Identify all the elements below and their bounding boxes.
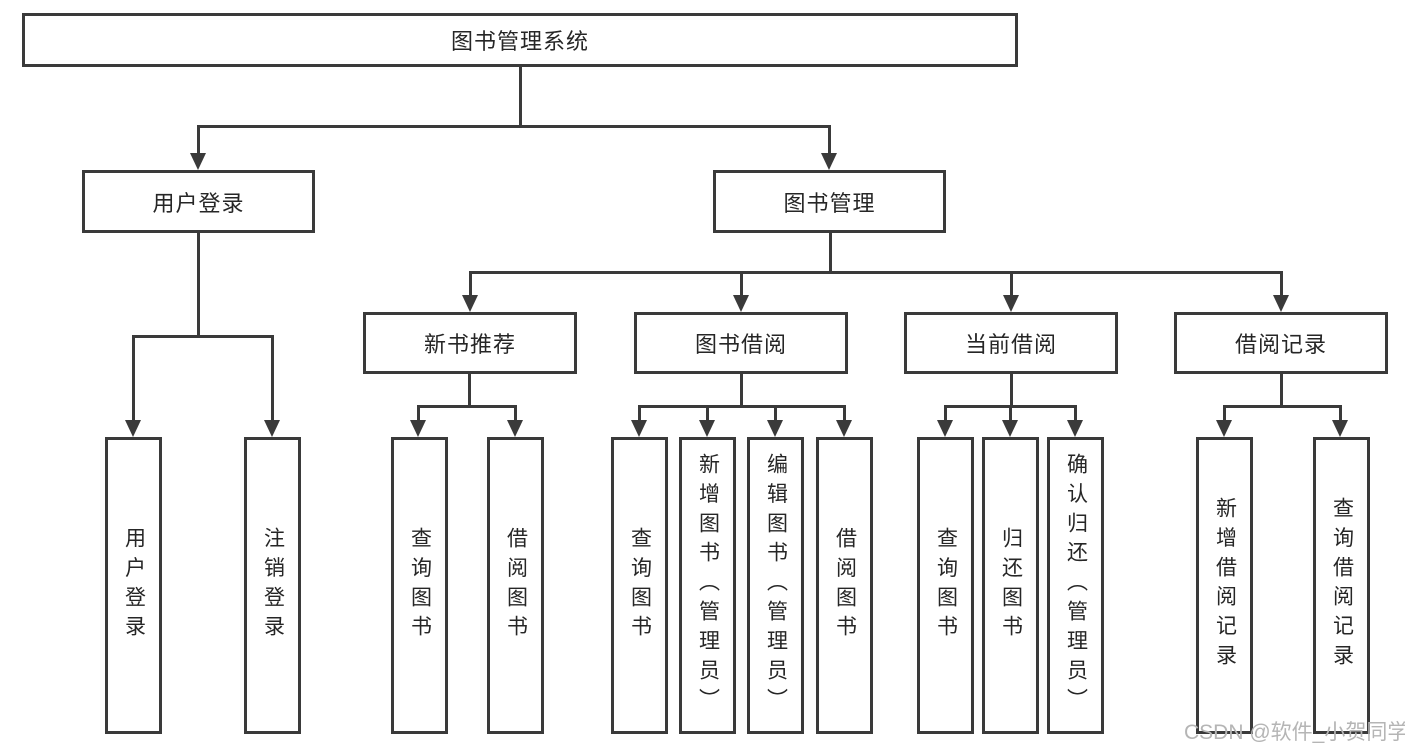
leaf-user-login: 用户登录: [105, 437, 162, 734]
node-user-login: 用户登录: [82, 170, 315, 233]
node-book-management-label: 图书管理: [783, 190, 876, 216]
leaf-label: 查询图书: [934, 526, 958, 645]
node-current-borrow-label: 当前借阅: [964, 332, 1057, 357]
connector-line: [1223, 405, 1342, 408]
connector-line: [197, 233, 200, 338]
leaf-borrow-books-recommend: 借阅图书: [487, 437, 544, 734]
node-book-borrow: 图书借阅: [634, 312, 848, 374]
node-book-management: 图书管理: [713, 170, 946, 233]
connector-line: [944, 405, 947, 423]
arrow-down-icon: [410, 420, 426, 437]
leaf-label: 借阅图书: [833, 526, 857, 645]
connector-line: [197, 125, 831, 128]
leaf-query-books: 查询图书: [611, 437, 668, 734]
arrow-down-icon: [1216, 420, 1232, 437]
arrow-down-icon: [821, 153, 837, 170]
leaf-borrow-books: 借阅图书: [816, 437, 873, 734]
connector-line: [1223, 405, 1226, 423]
node-new-book-recommend-label: 新书推荐: [423, 332, 516, 357]
leaf-label: 查询图书: [628, 526, 652, 645]
leaf-label: 用户登录: [122, 526, 146, 645]
connector-line: [774, 405, 777, 423]
connector-line: [468, 374, 471, 408]
leaf-return-books: 归还图书: [982, 437, 1039, 734]
arrow-down-icon: [699, 420, 715, 437]
connector-line: [1339, 405, 1342, 423]
node-borrow-records: 借阅记录: [1174, 312, 1388, 374]
connector-line: [1280, 271, 1283, 298]
connector-line: [417, 405, 420, 423]
node-current-borrow: 当前借阅: [904, 312, 1118, 374]
node-user-login-label: 用户登录: [152, 190, 245, 216]
connector-line: [829, 233, 832, 273]
arrow-down-icon: [1002, 420, 1018, 437]
node-book-borrow-label: 图书借阅: [694, 332, 787, 357]
leaf-edit-books-admin: 编辑图书（管理员）: [747, 437, 804, 734]
connector-line: [1010, 374, 1013, 408]
arrow-down-icon: [264, 420, 280, 437]
connector-line: [132, 335, 135, 423]
arrow-down-icon: [125, 420, 141, 437]
leaf-label: 注销登录: [261, 526, 285, 645]
leaf-label: 查询借阅记录: [1330, 497, 1354, 674]
connector-line: [514, 405, 517, 423]
leaf-add-books-admin: 新增图书（管理员）: [679, 437, 736, 734]
arrow-down-icon: [836, 420, 852, 437]
connector-line: [469, 271, 472, 298]
connector-line: [843, 405, 846, 423]
leaf-label: 编辑图书（管理员）: [764, 453, 788, 718]
arrow-down-icon: [631, 420, 647, 437]
connector-line: [1074, 405, 1077, 423]
connector-line: [706, 405, 709, 423]
connector-line: [197, 125, 200, 156]
connector-line: [828, 125, 831, 156]
leaf-add-borrow-record: 新增借阅记录: [1196, 437, 1253, 734]
connector-line: [638, 405, 641, 423]
connector-line: [740, 374, 743, 408]
leaf-query-books-current: 查询图书: [917, 437, 974, 734]
connector-line: [638, 405, 846, 408]
arrow-down-icon: [1067, 420, 1083, 437]
leaf-logout: 注销登录: [244, 437, 301, 734]
connector-line: [469, 271, 1282, 274]
leaf-label: 新增图书（管理员）: [696, 453, 720, 718]
node-root-label: 图书管理系统: [450, 29, 589, 54]
connector-line: [271, 335, 274, 423]
arrow-down-icon: [507, 420, 523, 437]
leaf-label: 确认归还（管理员）: [1064, 453, 1088, 718]
node-root: 图书管理系统: [22, 13, 1018, 67]
arrow-down-icon: [1332, 420, 1348, 437]
arrow-down-icon: [767, 420, 783, 437]
leaf-query-books-recommend: 查询图书: [391, 437, 448, 734]
leaf-confirm-return-admin: 确认归还（管理员）: [1047, 437, 1104, 734]
leaf-query-borrow-record: 查询借阅记录: [1313, 437, 1370, 734]
arrow-down-icon: [1273, 295, 1289, 312]
leaf-label: 归还图书: [999, 526, 1023, 645]
connector-line: [1009, 405, 1012, 423]
node-borrow-records-label: 借阅记录: [1234, 332, 1327, 357]
leaf-label: 查询图书: [408, 526, 432, 645]
arrow-down-icon: [733, 295, 749, 312]
connector-line: [417, 405, 517, 408]
leaf-label: 新增借阅记录: [1213, 497, 1237, 674]
arrow-down-icon: [190, 153, 206, 170]
csdn-watermark: CSDN @软件_小贺同学: [1184, 721, 1405, 744]
leaf-label: 借阅图书: [504, 526, 528, 645]
connector-line: [1280, 374, 1283, 408]
node-new-book-recommend: 新书推荐: [363, 312, 577, 374]
connector-line: [519, 67, 522, 127]
arrow-down-icon: [1003, 295, 1019, 312]
connector-line: [132, 335, 274, 338]
connector-line: [1010, 271, 1013, 298]
arrow-down-icon: [462, 295, 478, 312]
connector-line: [740, 271, 743, 298]
arrow-down-icon: [937, 420, 953, 437]
